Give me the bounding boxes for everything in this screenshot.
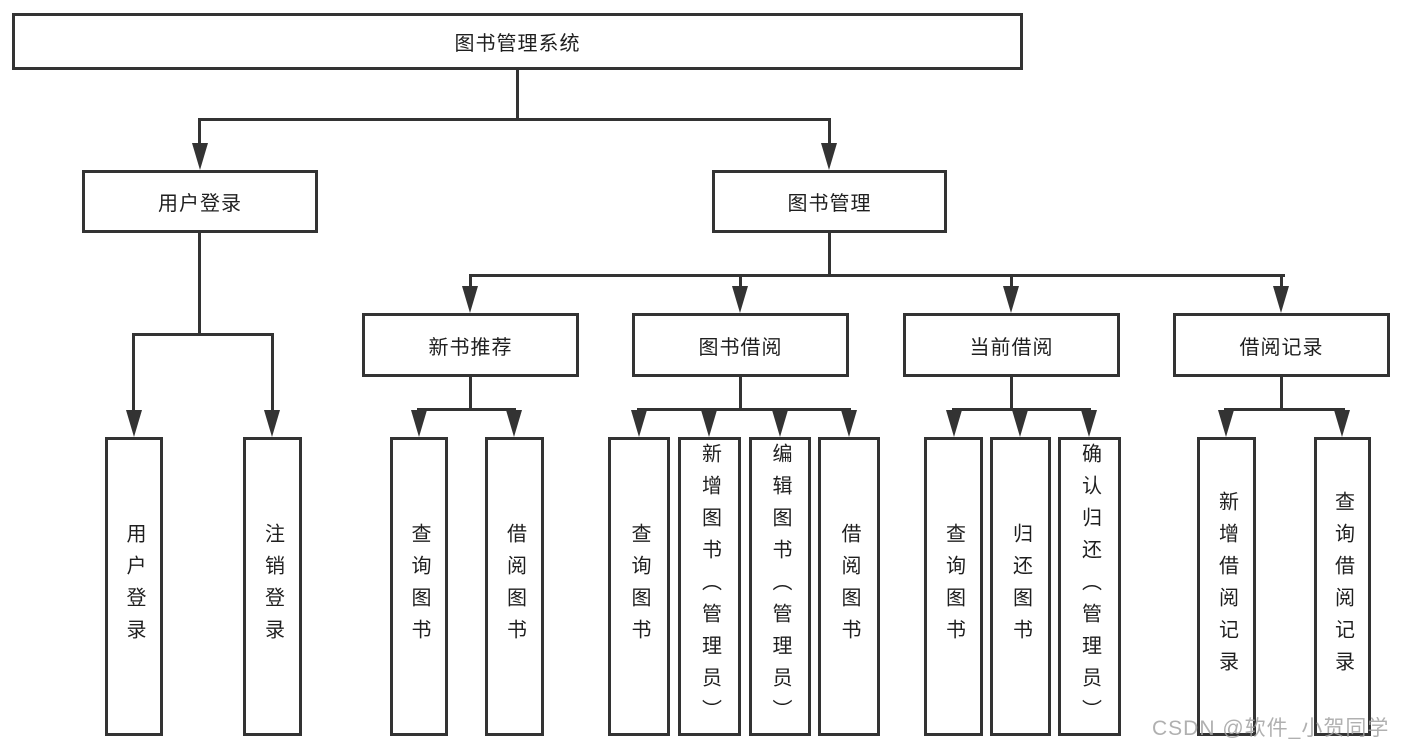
arrow-down-icon [631,410,647,437]
node-book-borrow-box: 图书借阅 [632,313,849,377]
node-current-borrow-label: 当前借阅 [969,336,1054,359]
connector-line [132,333,274,336]
node-user-login-box: 用户登录 [82,170,318,233]
connector-line [828,232,831,277]
leaf-add-book-box: 新增图书（管理员） [678,437,741,736]
arrow-down-icon [192,143,208,170]
connector-line [1280,274,1283,289]
connector-line [1224,408,1345,411]
node-current-borrow-box: 当前借阅 [903,313,1120,377]
leaf-logout-label: 注销登录 [261,522,284,651]
leaf-add-book-label: 新增图书（管理员） [698,442,721,731]
arrow-down-icon [1081,410,1097,437]
arrow-down-icon [1334,410,1350,437]
arrow-down-icon [506,410,522,437]
connector-line [828,118,831,146]
node-new-book-rec-label: 新书推荐 [428,336,513,359]
arrow-down-icon [701,410,717,437]
node-book-mgmt-box: 图书管理 [712,170,947,233]
leaf-user-login-box: 用户登录 [105,437,163,736]
arrow-down-icon [1003,286,1019,313]
leaf-add-record-box: 新增借阅记录 [1197,437,1256,736]
connector-line [637,408,851,411]
leaf-borrow-book-a-box: 借阅图书 [485,437,544,736]
connector-line [198,233,201,336]
leaf-query-book-c-label: 查询图书 [942,522,965,651]
node-new-book-rec-box: 新书推荐 [362,313,579,377]
node-borrow-record-box: 借阅记录 [1173,313,1390,377]
connector-line [516,69,519,121]
connector-line [739,377,742,411]
leaf-confirm-return-label: 确认归还（管理员） [1078,442,1101,731]
arrow-down-icon [821,143,837,170]
leaf-confirm-return-box: 确认归还（管理员） [1058,437,1121,736]
leaf-edit-book-label: 编辑图书（管理员） [769,442,791,731]
node-borrow-record-label: 借阅记录 [1239,336,1324,359]
leaf-user-login-label: 用户登录 [123,522,145,651]
connector-line [198,118,201,146]
node-root-box: 图书管理系统 [12,13,1023,70]
leaf-borrow-book-a-label: 借阅图书 [503,522,526,651]
connector-line [469,274,472,289]
arrow-down-icon [1012,410,1028,437]
csdn-watermark: CSDN @软件_小贺同学 [1152,717,1390,740]
node-user-login-label: 用户登录 [158,193,242,215]
arrow-down-icon [1273,286,1289,313]
leaf-borrow-book-b-label: 借阅图书 [838,522,860,651]
arrow-down-icon [841,410,857,437]
leaf-query-book-a-label: 查询图书 [408,522,430,651]
leaf-query-book-b-box: 查询图书 [608,437,670,736]
arrow-down-icon [264,410,280,437]
connector-line [469,274,1285,277]
connector-line [132,333,135,413]
leaf-query-book-b-label: 查询图书 [628,522,650,651]
arrow-down-icon [1218,410,1234,437]
leaf-query-record-label: 查询借阅记录 [1331,490,1354,683]
node-book-borrow-label: 图书借阅 [698,336,783,359]
leaf-query-book-a-box: 查询图书 [390,437,448,736]
leaf-query-book-c-box: 查询图书 [924,437,983,736]
arrow-down-icon [732,286,748,313]
leaf-logout-box: 注销登录 [243,437,302,736]
arrow-down-icon [946,410,962,437]
connector-line [198,118,831,121]
arrow-down-icon [462,286,478,313]
leaf-return-book-box: 归还图书 [990,437,1051,736]
arrow-down-icon [411,410,427,437]
arrow-down-icon [126,410,142,437]
node-book-mgmt-label: 图书管理 [787,193,872,215]
leaf-query-record-box: 查询借阅记录 [1314,437,1371,736]
connector-line [1010,274,1013,289]
connector-line [417,408,516,411]
leaf-borrow-book-b-box: 借阅图书 [818,437,880,736]
arrow-down-icon [772,410,788,437]
node-root-label: 图书管理系统 [454,33,581,55]
leaf-add-record-label: 新增借阅记录 [1215,490,1238,683]
connector-line [1280,377,1283,411]
leaf-edit-book-box: 编辑图书（管理员） [749,437,811,736]
connector-line [469,377,472,411]
leaf-return-book-label: 归还图书 [1009,522,1032,651]
connector-line [1010,377,1013,411]
connector-line [739,274,742,289]
connector-line [952,408,1091,411]
connector-line [271,333,274,413]
